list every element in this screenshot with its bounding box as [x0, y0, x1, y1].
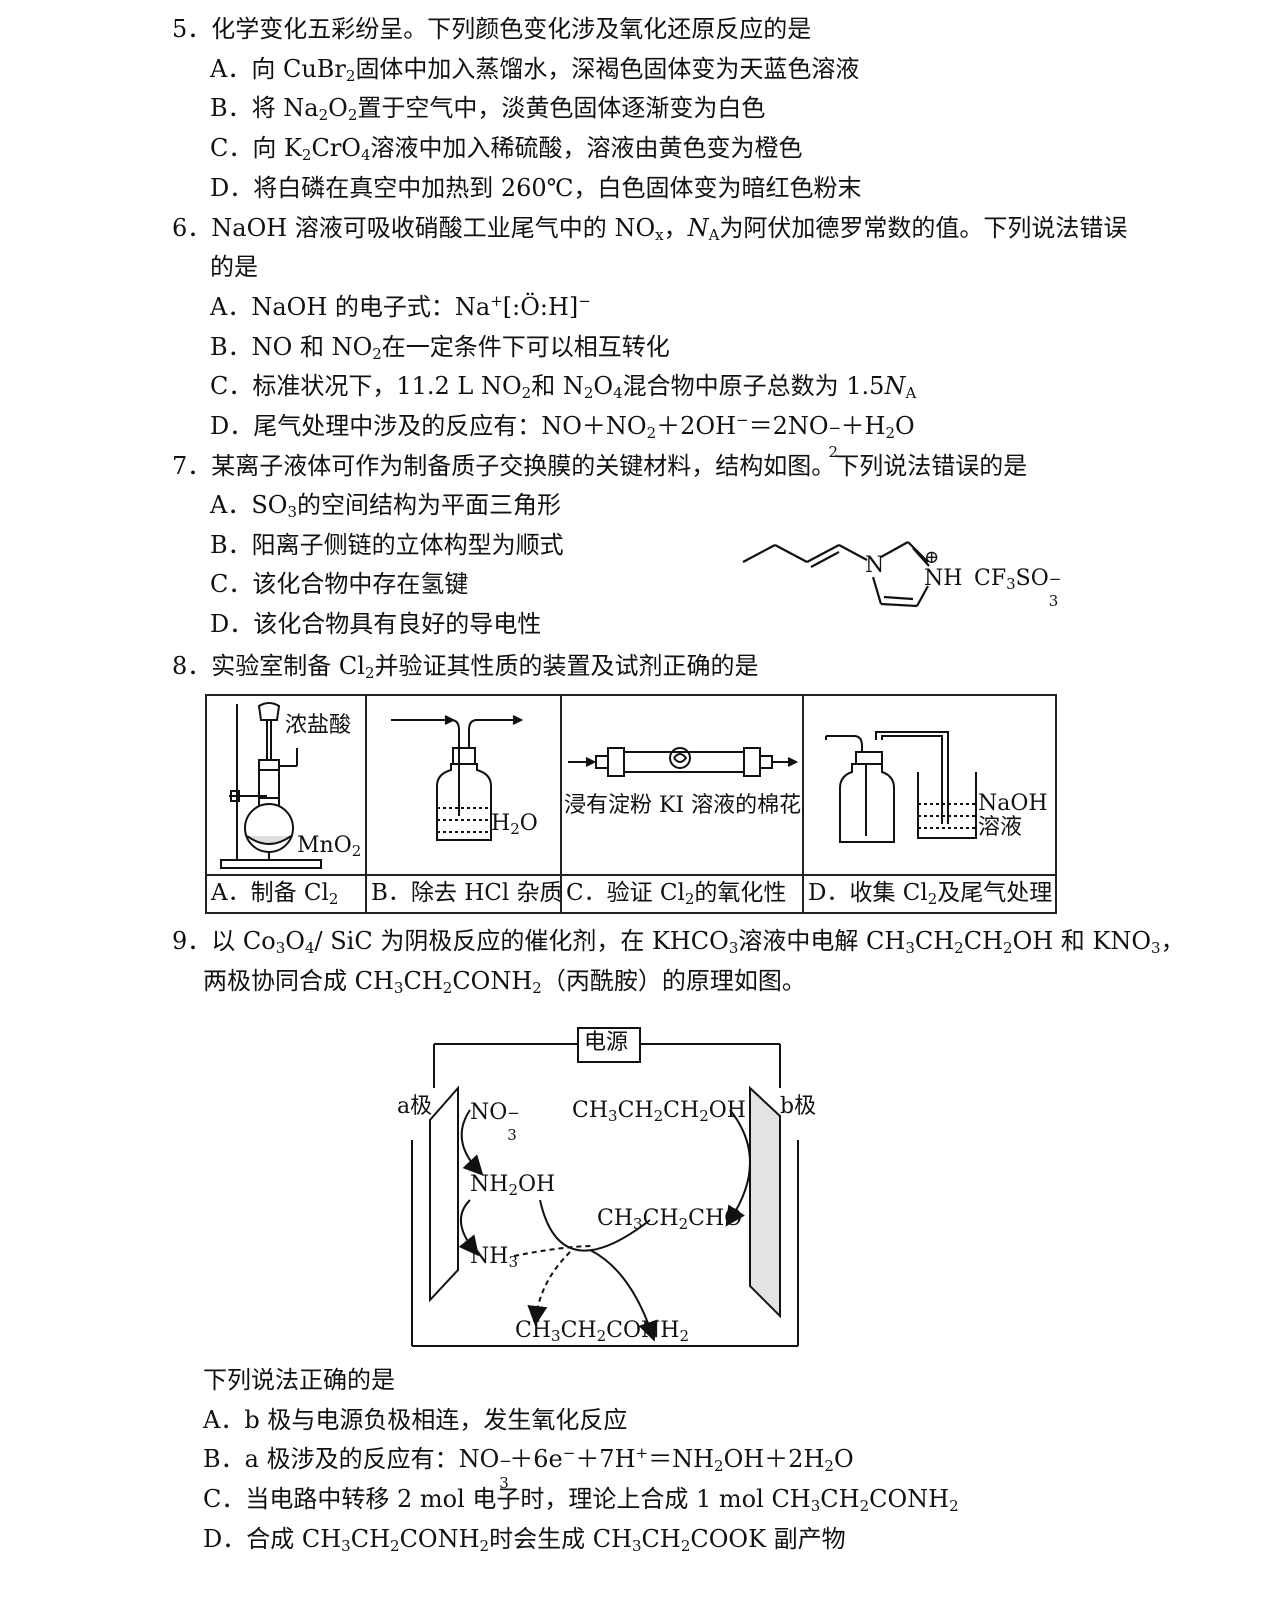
species-nitrate: NO−3 — [470, 1100, 520, 1144]
apparatus-caption-a: A．制备 Cl2 — [207, 874, 365, 912]
q8-stem: 8．实验室制备 Cl2并验证其性质的装置及试剂正确的是 — [172, 652, 759, 682]
collection-and-absorption-apparatus — [825, 731, 977, 843]
mol-n-label: N — [865, 553, 885, 578]
power-source-label: 电源 — [584, 1030, 629, 1055]
species-propanal: CH3CH2CHO — [597, 1206, 743, 1233]
q9-option-d: D．合成 CH3CH2CONH2时会生成 CH3CH2COOK 副产物 — [203, 1525, 846, 1555]
cotton-tube-apparatus — [568, 747, 799, 777]
q7-stem: 7．某离子液体可作为制备质子交换膜的关键材料，结构如图。下列说法错误的是 — [172, 452, 1028, 480]
reagent-label-mno2: MnO2 — [297, 833, 362, 860]
q9-option-c: C．当电路中转移 2 mol 电子时，理论上合成 1 mol CH3CH2CON… — [203, 1485, 959, 1515]
q9-stem-line2: 两极协同合成 CH3CH2CONH2（丙酰胺）的原理如图。 — [203, 967, 806, 997]
electrolysis-cell-diagram — [411, 1027, 799, 1347]
q7-option-a: A．SO3的空间结构为平面三角形 — [210, 491, 561, 521]
mol-nh-label: NH — [924, 566, 963, 591]
reagent-label-ki-cotton: 浸有淀粉 KI 溶液的棉花 — [564, 793, 802, 818]
q9-option-b: B．a 极涉及的反应有：NO−3＋6e−＋7H+＝NH2OH＋2H2O — [203, 1444, 854, 1492]
mol-plus-icon: ⊕ — [924, 547, 940, 568]
q5-option-c: C．向 K2CrO4溶液中加入稀硫酸，溶液由黄色变为橙色 — [210, 134, 803, 164]
gas-washing-bottle — [391, 715, 524, 841]
species-propanol: CH3CH2CH2OH — [572, 1098, 746, 1125]
reagent-label-solution: 溶液 — [978, 815, 1023, 840]
electrode-b-label: b极 — [780, 1094, 817, 1119]
species-ammonia: NH3 — [470, 1244, 518, 1271]
q9-prompt: 下列说法正确的是 — [203, 1366, 395, 1394]
q7-option-c: C．该化合物中存在氢键 — [210, 570, 469, 598]
q5-stem: 5．化学变化五彩纷呈。下列颜色变化涉及氧化还原反应的是 — [172, 15, 812, 43]
apparatus-caption-b: B．除去 HCl 杂质 — [367, 874, 563, 912]
q7-option-d: D．该化合物具有良好的导电性 — [210, 610, 542, 638]
ionic-liquid-structure — [742, 541, 930, 608]
apparatus-cell-d: NaOH 溶液 D．收集 Cl2及尾气处理 — [804, 696, 1055, 912]
q6-option-d: D．尾气处理中涉及的反应有：NO＋NO2＋2OH−＝2NO−2＋H2O — [210, 411, 915, 461]
reagent-label-hcl: 浓盐酸 — [285, 713, 352, 738]
apparatus-cell-a: 浓盐酸 MnO2 A．制备 Cl2 — [207, 696, 367, 912]
q6-option-a: A．NaOH 的电子式：Na+[:Ö:H]− — [210, 292, 591, 321]
apparatus-caption-d: D．收集 Cl2及尾气处理 — [804, 874, 1055, 912]
q6-option-c: C．标准状况下，11.2 L NO2和 N2O4混合物中原子总数为 1.5NA — [210, 372, 917, 402]
q5-option-d: D．将白磷在真空中加热到 260℃，白色固体变为暗红色粉末 — [210, 174, 862, 202]
species-hydroxylamine: NH2OH — [470, 1172, 556, 1199]
apparatus-caption-c: C．验证 Cl2的氧化性 — [562, 874, 802, 912]
chlorine-generator-apparatus — [220, 702, 322, 869]
q5-option-a: A．向 CuBr2固体中加入蒸馏水，深褐色固体变为天蓝色溶液 — [210, 55, 860, 85]
q7-option-b: B．阳离子侧链的立体构型为顺式 — [210, 531, 564, 559]
apparatus-cell-c: 浸有淀粉 KI 溶液的棉花 C．验证 Cl2的氧化性 — [562, 696, 804, 912]
electrode-a-label: a极 — [397, 1094, 433, 1119]
q6-option-b: B．NO 和 NO2在一定条件下可以相互转化 — [210, 333, 670, 363]
mol-anion-label: CF3SO−3 — [974, 566, 1062, 610]
q6-stem-line2: 的是 — [210, 253, 258, 281]
q9-stem-line1: 9．以 Co3O4/ SiC 为阴极反应的催化剂，在 KHCO3溶液中电解 CH… — [172, 927, 1185, 957]
q9-option-a: A．b 极与电源负极相连，发生氧化反应 — [203, 1406, 628, 1434]
q5-option-b: B．将 Na2O2置于空气中，淡黄色固体逐渐变为白色 — [210, 94, 766, 124]
species-propanamide: CH3CH2CONH2 — [515, 1318, 690, 1345]
q6-stem: 6．NaOH 溶液可吸收硝酸工业尾气中的 NOx，NA为阿伏加德罗常数的值。下列… — [172, 214, 1128, 244]
apparatus-cell-b: H2O B．除去 HCl 杂质 — [367, 696, 563, 912]
reagent-label-water: H2O — [491, 811, 538, 838]
apparatus-table: 浓盐酸 MnO2 A．制备 Cl2 H2O B．除去 HCl 杂质 — [205, 694, 1057, 914]
reagent-label-naoh: NaOH — [978, 791, 1048, 816]
